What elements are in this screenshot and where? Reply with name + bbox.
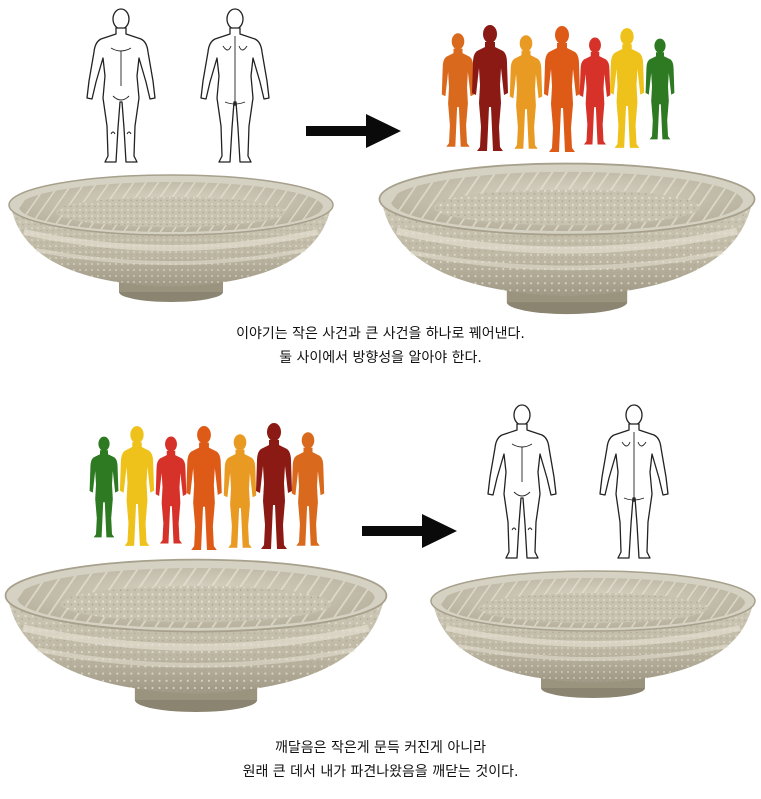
human-figure-front-icon (482, 402, 562, 562)
caption-bottom: 깨달음은 작은게 문득 커진게 아니라 원래 큰 데서 내가 파견나왔음을 깨닫… (0, 736, 761, 784)
large-bowl-image (376, 160, 758, 320)
silhouette-person (184, 424, 224, 552)
human-figure-front-icon (81, 6, 161, 166)
silhouette-person (88, 422, 120, 552)
silhouette-person (254, 420, 294, 552)
silhouette-person (118, 420, 156, 552)
caption-top-line2: 둘 사이에서 방향성을 알아야 한다. (279, 350, 482, 366)
silhouette-person (470, 22, 510, 154)
crowd-silhouettes-icon (440, 22, 680, 156)
silhouette-person (542, 24, 582, 154)
caption-bottom-line1: 깨달음은 작은게 문득 커진게 아니라 (275, 740, 486, 756)
right-arrow-icon (306, 114, 401, 148)
silhouette-person (644, 24, 676, 154)
large-bowl-image (2, 556, 390, 718)
silhouette-person (290, 426, 326, 552)
small-bowl-image (6, 172, 336, 307)
caption-top: 이야기는 작은 사건과 큰 사건을 하나로 꿰어낸다. 둘 사이에서 방향성을 … (0, 322, 761, 370)
human-figure-back-icon (594, 402, 674, 562)
right-arrow-icon (362, 514, 457, 548)
silhouette-person (508, 30, 544, 154)
caption-bottom-line2: 원래 큰 데서 내가 파견나왔음을 깨닫는 것이다. (242, 764, 519, 780)
silhouette-person (222, 430, 258, 552)
silhouette-person (608, 22, 646, 154)
silhouette-person (578, 30, 612, 152)
human-figure-back-icon (195, 6, 275, 166)
silhouette-person (154, 428, 188, 552)
crowd-silhouettes-icon (88, 420, 328, 554)
small-bowl-image (428, 568, 758, 703)
caption-top-line1: 이야기는 작은 사건과 큰 사건을 하나로 꿰어낸다. (236, 326, 525, 342)
